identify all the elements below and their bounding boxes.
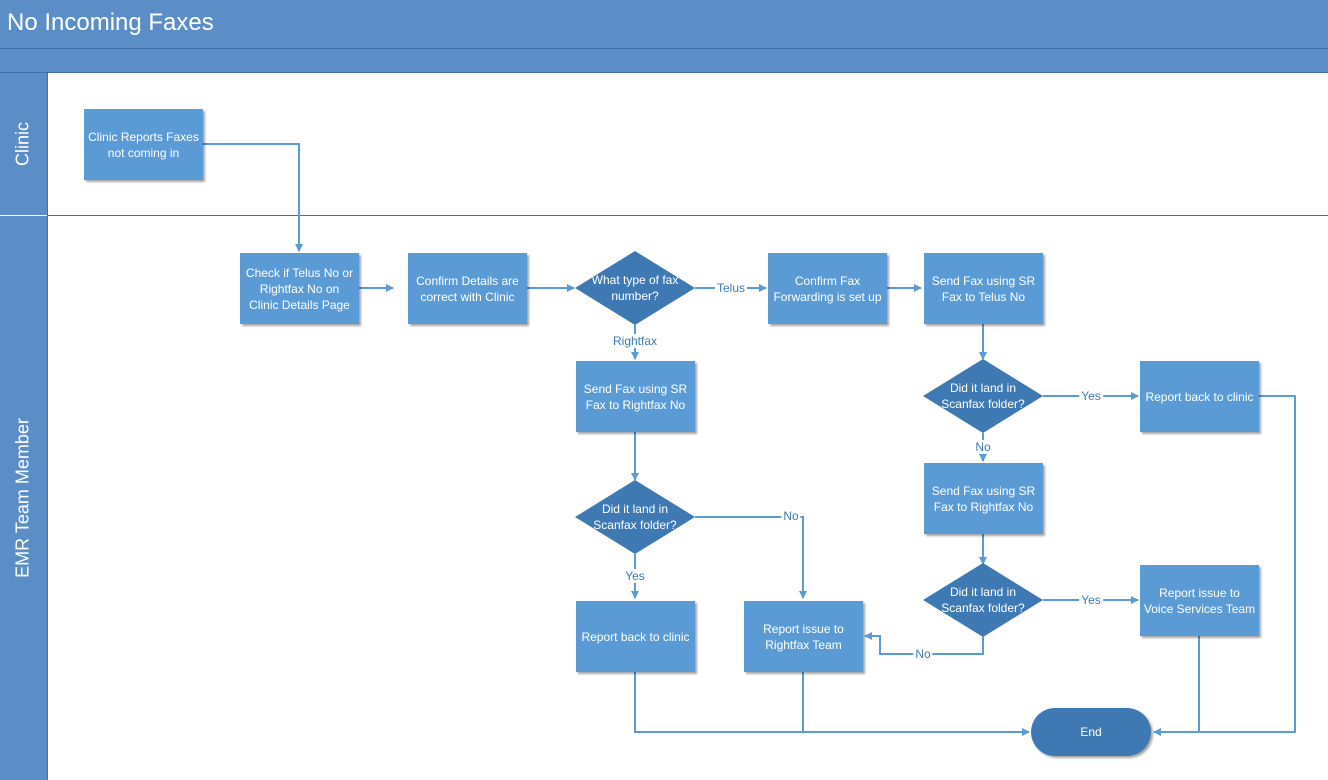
diagram-title: No Incoming Faxes [7, 9, 214, 36]
edge-clinic-to-check [203, 143, 303, 252]
edge-label-no-right-2: No [913, 647, 933, 661]
process-report-back-to-clinic-left: Report back to clinic [576, 601, 695, 672]
edge-label-telus: Telus [714, 281, 748, 295]
edge-decision2-no-to-rightfax-team [864, 632, 984, 655]
swimlane-header-column [0, 73, 48, 780]
edge-report-left-to-end [634, 672, 1030, 736]
edge-voice-to-end [1153, 636, 1200, 736]
edge-report-right-to-end [1199, 395, 1296, 733]
process-report-back-to-clinic-right: Report back to clinic [1140, 361, 1259, 432]
header-band [0, 49, 1328, 73]
terminator-end: End [1031, 708, 1151, 756]
lane-divider [0, 215, 1328, 216]
edge-label-yes-right-2: Yes [1079, 593, 1103, 607]
edge-label-yes-right-1: Yes [1079, 389, 1103, 403]
title-bar: No Incoming Faxes [0, 0, 1328, 49]
lane-header-divider [0, 215, 47, 216]
edge-label-no-right-1: No [973, 440, 993, 454]
edge-decision-left-no-to-rightfax-team [695, 516, 807, 599]
edge-label-yes-left: Yes [623, 569, 647, 583]
edge-label-no-left: No [781, 509, 801, 523]
edge-label-rightfax: Rightfax [610, 334, 660, 348]
